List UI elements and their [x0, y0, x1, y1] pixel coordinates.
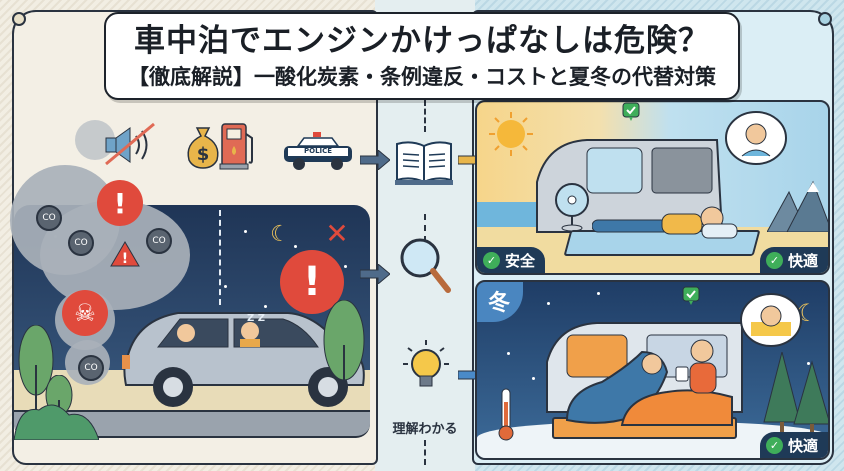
- tree-icon: [320, 300, 368, 390]
- sleeping-z-icon: Z Z: [247, 312, 265, 324]
- comfort-badge: ✓ 快適: [759, 247, 828, 273]
- svg-text:$: $: [197, 144, 210, 165]
- skull-icon: ☠: [62, 290, 108, 336]
- thermometer-icon: [497, 387, 515, 442]
- winter-panel: 冬 ☾ ✓ 快適: [475, 280, 830, 460]
- summer-panel: ✓ 安全 ✓ 快適: [475, 100, 830, 275]
- book-icon: [393, 138, 455, 188]
- safe-label: 安全: [505, 251, 536, 270]
- fuel-pump-icon: [218, 120, 258, 172]
- page-title: 車中泊でエンジンかけっぱなしは危険？: [134, 23, 710, 59]
- alert-icon: !: [97, 180, 143, 226]
- moon-icon: ☾: [270, 221, 290, 247]
- police-car-icon: POLICE: [282, 128, 354, 174]
- lightbulb-icon: [400, 338, 452, 402]
- mountain-icon: [767, 172, 828, 232]
- arrow-right-icon: [360, 264, 390, 284]
- person-with-mug-icon: [672, 337, 722, 397]
- thought-bubble-icon: [722, 110, 790, 168]
- money-bag-icon: $: [183, 120, 223, 170]
- safe-badge: ✓ 安全: [477, 247, 546, 273]
- co-molecule-icon: CO: [68, 230, 94, 256]
- connector-line: [424, 214, 426, 242]
- title-box: 車中泊でエンジンかけっぱなしは危険？ 【徹底解説】一酸化炭素・条例違反・コストと…: [104, 12, 740, 100]
- comfort-label: 快適: [787, 436, 818, 455]
- page-subtitle: 【徹底解説】一酸化炭素・条例違反・コストと夏冬の代替対策: [128, 65, 716, 89]
- bush-icon: [14, 400, 99, 440]
- police-label: POLICE: [304, 147, 333, 155]
- check-badge-icon: [682, 286, 700, 306]
- cross-icon: ✕: [325, 216, 349, 250]
- co-molecule-icon: CO: [36, 205, 62, 231]
- sleeping-person-icon: [592, 200, 742, 240]
- corner-dot-icon: [818, 12, 832, 26]
- comfort-badge: ✓ 快適: [759, 432, 828, 458]
- co-molecule-icon: CO: [146, 228, 172, 254]
- sun-icon: [487, 110, 535, 158]
- connector-line: [424, 440, 426, 465]
- co-molecule-icon: CO: [78, 355, 104, 381]
- pine-trees-icon: [762, 352, 828, 432]
- thought-bubble-icon: [737, 292, 805, 350]
- check-icon: ✓: [483, 251, 500, 269]
- connector-line: [424, 100, 426, 132]
- check-icon: ✓: [765, 436, 783, 454]
- fan-icon: [552, 182, 592, 232]
- warning-triangle-icon: !: [110, 240, 140, 268]
- alert-icon: !: [280, 250, 344, 314]
- check-icon: ✓: [765, 251, 783, 269]
- comfort-label: 快適: [787, 251, 818, 270]
- arrow-right-icon: [360, 150, 390, 170]
- muted-speaker-icon: [102, 120, 158, 170]
- tree-icon: [16, 325, 56, 415]
- corner-dot-icon: [12, 12, 26, 26]
- sleeping-bag-orange-icon: [617, 367, 737, 432]
- svg-text:!: !: [122, 251, 128, 267]
- understanding-label: 理解わかる: [392, 422, 458, 437]
- magnifier-icon: [398, 236, 452, 294]
- winter-season-label: 冬: [477, 282, 523, 322]
- check-badge-icon: [622, 102, 640, 122]
